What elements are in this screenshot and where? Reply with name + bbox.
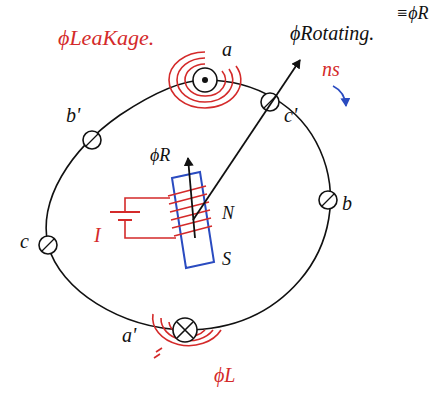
flux-label: ϕLeaKage. (58, 26, 154, 50)
flux-label: ϕRotating. (290, 22, 374, 44)
phase-label: a (222, 38, 232, 60)
pole-label: S (222, 250, 231, 270)
phase-label: b (342, 192, 352, 214)
flux-label: ϕL (214, 364, 235, 386)
flux-label: ≡ϕR (396, 4, 428, 24)
pole-label: N (222, 204, 234, 224)
flux-label: ϕR (150, 146, 170, 166)
speed-label: ns (322, 58, 340, 80)
current-label: I (94, 224, 101, 246)
phase-label: b' (66, 104, 80, 126)
phase-label: c' (284, 104, 297, 126)
phase-label: c (20, 230, 29, 252)
phase-label: a' (122, 324, 136, 346)
